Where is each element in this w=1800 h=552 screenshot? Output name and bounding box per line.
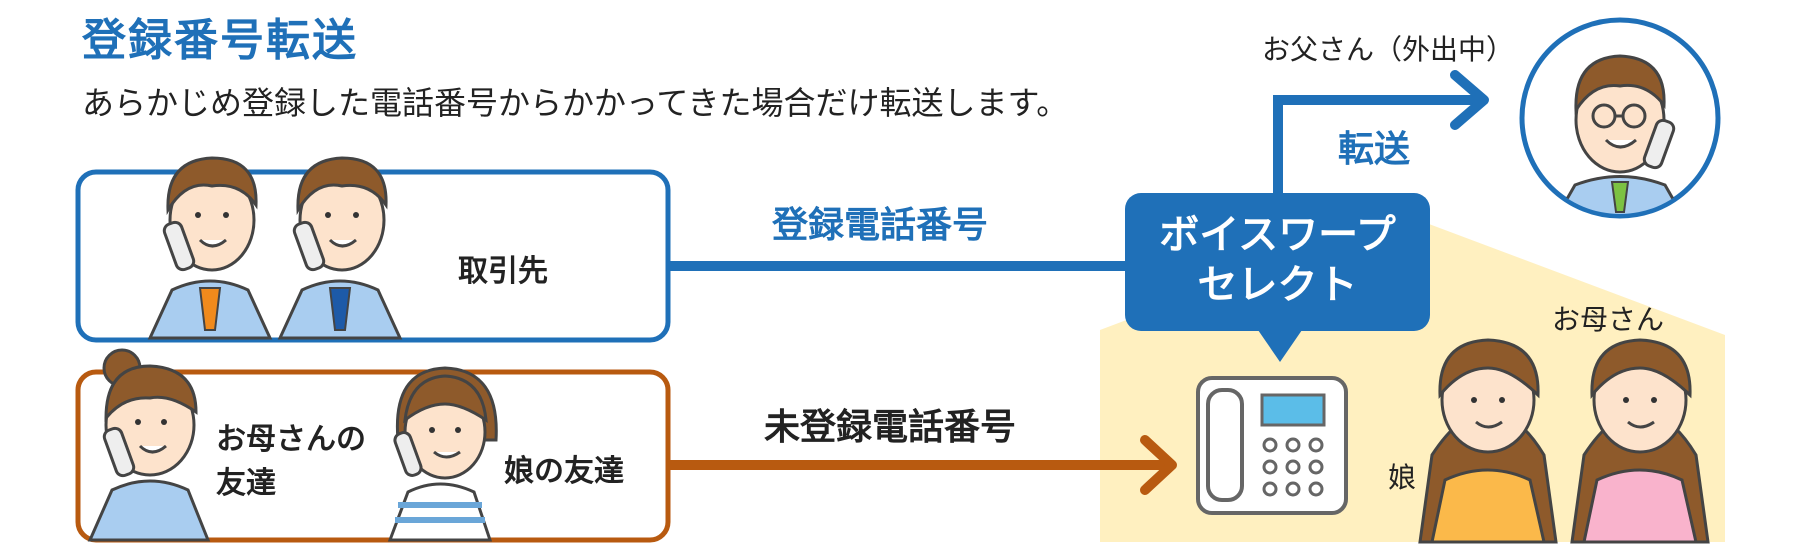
- forward-line: [1273, 95, 1480, 200]
- device-name-line1: ボイスワープ: [1159, 212, 1396, 258]
- daughter-friend-illustration: [387, 366, 498, 542]
- device-name-line2: セレクト: [1197, 262, 1358, 308]
- page-subtitle: あらかじめ登録した電話番号からかかってきた場合だけ転送します。: [82, 84, 1069, 122]
- friend-daughter-label: 娘の友達: [504, 454, 624, 489]
- business-person-1-illustration: [147, 156, 273, 340]
- mother-illustration: [1570, 338, 1710, 544]
- daughter-label: 娘: [1388, 461, 1417, 494]
- unregistered-line-label: 未登録電話番号: [764, 407, 1017, 448]
- unregistered-group-box: [75, 369, 671, 543]
- page-title: 登録番号転送: [82, 15, 358, 66]
- mother-label: お母さん: [1552, 303, 1665, 336]
- registered-group-label: 取引先: [458, 254, 548, 289]
- registered-line-label: 登録電話番号: [772, 205, 989, 246]
- business-person-2-illustration: [277, 156, 403, 340]
- daughter-illustration: [1418, 338, 1558, 544]
- forward-label: 転送: [1338, 129, 1411, 170]
- unregistered-arrowhead: [1140, 435, 1177, 495]
- device-callout-pointer: [1258, 330, 1302, 362]
- mother-friend-illustration: [87, 348, 211, 542]
- friend-mother-label-line1: お母さんの: [216, 422, 366, 457]
- telephone-icon: [1196, 376, 1348, 515]
- forward-arrowhead: [1450, 70, 1489, 130]
- father-illustration: [1519, 17, 1721, 219]
- device-name: ボイスワープ セレクト: [1125, 210, 1430, 310]
- friend-mother-label-line2: 友達: [216, 466, 276, 501]
- device-callout: [1125, 193, 1430, 331]
- father-label: お父さん（外出中）: [1262, 33, 1515, 66]
- friend-mother-label: お母さんの 友達: [216, 418, 366, 506]
